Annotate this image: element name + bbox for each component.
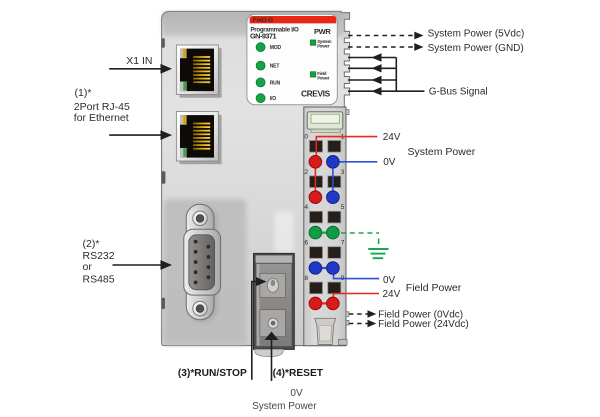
svg-text:MOD: MOD [270,45,282,51]
svg-text:System: System [317,39,332,44]
svg-text:3: 3 [341,169,345,176]
svg-text:4: 4 [304,204,308,211]
svg-text:5: 5 [341,204,345,211]
svg-text:or: or [83,261,93,273]
svg-text:Programmable I/O: Programmable I/O [251,26,300,33]
svg-text:RUN: RUN [270,80,281,86]
svg-text:(1)*: (1)* [75,87,92,99]
svg-text:System Power (5Vdc): System Power (5Vdc) [428,29,525,40]
svg-text:RS485: RS485 [83,274,115,286]
svg-text:X1 IN: X1 IN [126,55,152,67]
svg-text:Field Power (0Vdc): Field Power (0Vdc) [378,310,463,321]
svg-text:24V: 24V [383,132,401,143]
svg-text:0V: 0V [290,388,303,399]
svg-text:7: 7 [341,240,345,247]
svg-text:8: 8 [304,275,308,282]
svg-text:System Power: System Power [408,146,476,158]
svg-text:6: 6 [304,240,308,247]
svg-text:(4)*RESET: (4)*RESET [273,368,324,379]
svg-text:0: 0 [304,133,308,140]
svg-text:Field: Field [317,71,327,76]
svg-text:NET: NET [270,64,280,70]
svg-text:2: 2 [304,169,308,176]
svg-text:24V: 24V [383,289,401,300]
svg-text:Power: Power [317,75,330,80]
svg-text:GN-9371: GN-9371 [250,32,277,41]
svg-text:System Power: System Power [252,401,317,412]
svg-text:(3)*RUN/STOP: (3)*RUN/STOP [178,368,247,379]
svg-text:I/O: I/O [270,96,277,102]
svg-text:2Port RJ-45: 2Port RJ-45 [74,101,130,113]
svg-text:PWR: PWR [314,27,331,36]
svg-text:for Ethernet: for Ethernet [74,112,129,124]
svg-text:Field Power: Field Power [406,282,462,294]
svg-text:Field Power (24Vdc): Field Power (24Vdc) [378,319,469,330]
svg-text:(2)*: (2)* [83,238,100,250]
svg-text:CREVIS: CREVIS [301,89,331,99]
svg-text:G-Bus Signal: G-Bus Signal [429,87,488,98]
svg-text:Power: Power [317,44,330,49]
svg-text:RS232: RS232 [83,250,115,262]
svg-text:System Power (GND): System Power (GND) [428,43,524,54]
svg-text:0V: 0V [383,275,396,286]
svg-text:FnIO-G: FnIO-G [253,17,273,24]
svg-text:0V: 0V [383,157,396,168]
